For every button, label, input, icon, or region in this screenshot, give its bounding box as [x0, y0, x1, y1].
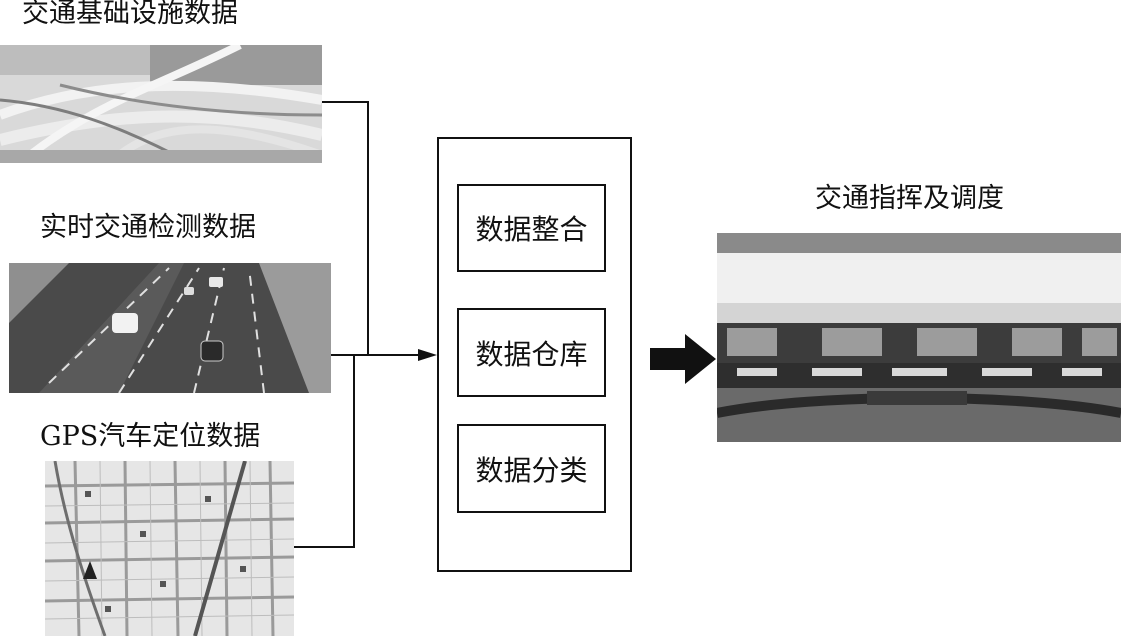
output-label: 交通指挥及调度 — [815, 183, 1004, 215]
connector-gps — [294, 355, 354, 547]
output-arrow-icon — [650, 334, 716, 384]
merge-arrowhead — [418, 349, 437, 361]
process-step-classification: 数据分类 — [457, 424, 606, 513]
control-center-photo — [717, 233, 1121, 442]
connector-infrastructure — [322, 102, 368, 355]
process-step-integration: 数据整合 — [457, 184, 606, 272]
process-step-warehouse: 数据仓库 — [457, 308, 606, 397]
